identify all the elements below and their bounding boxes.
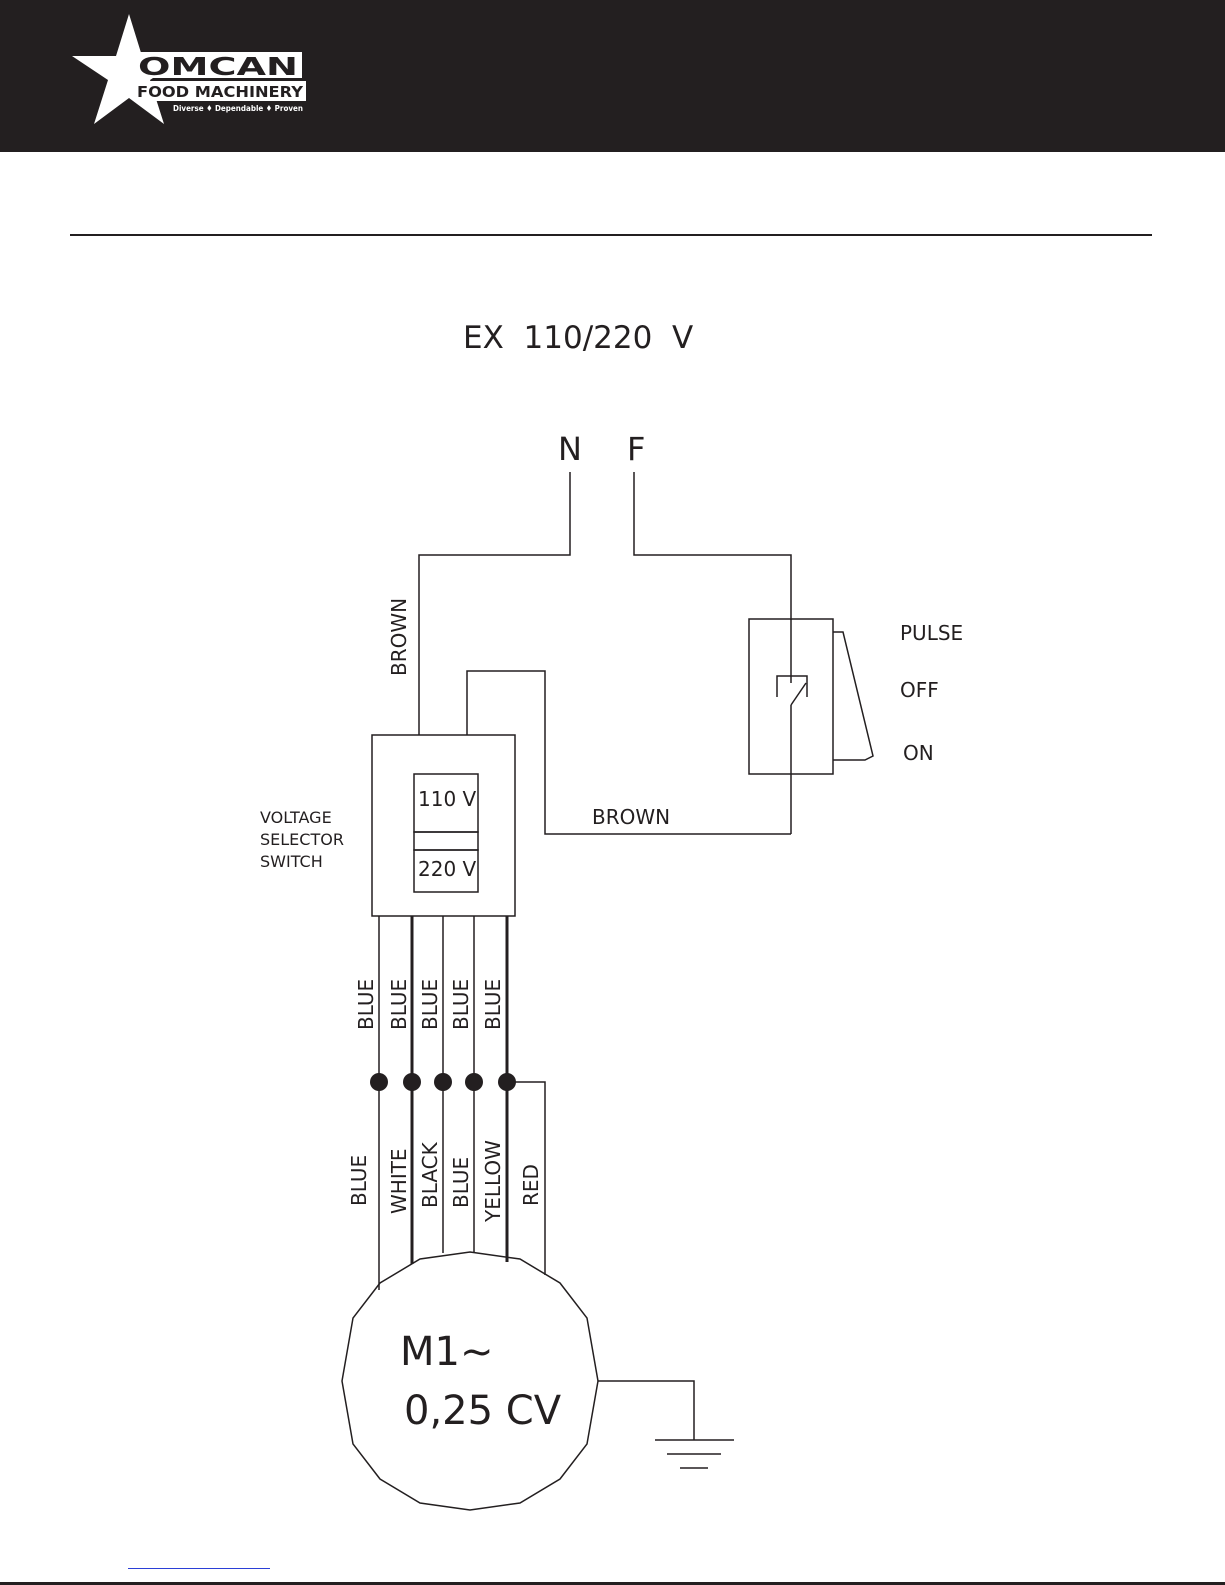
- selector-option-220: 220 V: [418, 857, 477, 881]
- motor-wire-label: BLACK: [418, 1141, 442, 1208]
- motor-name: M1~: [400, 1329, 493, 1375]
- phase-wire: [634, 472, 791, 620]
- switch-position-pulse: PULSE: [900, 621, 963, 645]
- motor-wire-label: BLUE: [449, 1157, 473, 1208]
- motor-wire-label: RED: [519, 1164, 543, 1206]
- motor-wire-label: BLUE: [347, 1155, 371, 1206]
- selector-label-line-1: VOLTAGE: [260, 808, 332, 827]
- voltage-selector-body: [372, 735, 515, 916]
- motor-body: [342, 1252, 598, 1510]
- ground-wire: [598, 1381, 694, 1440]
- selector-wire-label: BLUE: [354, 979, 378, 1030]
- selector-wire-label: BLUE: [418, 979, 442, 1030]
- neutral-label: N: [558, 430, 582, 468]
- motor-wire-label: WHITE: [387, 1148, 411, 1214]
- junction-dots: [370, 1073, 516, 1091]
- selector-wire-label: BLUE: [387, 979, 411, 1030]
- switch-position-on: ON: [903, 741, 934, 765]
- selector-wire-label: BLUE: [449, 979, 473, 1030]
- selector-label-line-3: SWITCH: [260, 852, 323, 871]
- motor-rating: 0,25 CV: [404, 1388, 562, 1434]
- selector-label-line-2: SELECTOR: [260, 830, 344, 849]
- phase-label: F: [627, 430, 645, 468]
- selector-option-110: 110 V: [418, 787, 477, 811]
- selector-wire-label: BLUE: [481, 979, 505, 1030]
- brown-wire-label-horizontal: BROWN: [592, 805, 670, 829]
- brown-wire-label-vertical: BROWN: [387, 598, 411, 676]
- neutral-wire: [419, 472, 570, 735]
- switch-position-off: OFF: [900, 678, 939, 702]
- motor-wire-label: YELLOW: [481, 1140, 505, 1223]
- diagram-title: EX 110/220 V: [463, 320, 693, 356]
- footer-link-underline[interactable]: [128, 1568, 270, 1569]
- switch-rocker: [833, 632, 873, 760]
